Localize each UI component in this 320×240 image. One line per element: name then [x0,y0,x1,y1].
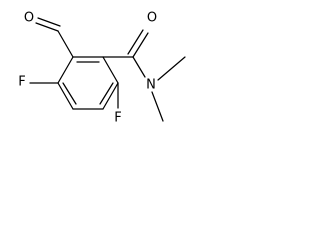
bond-nitrogen-to-methyl-right [157,56,186,81]
bond-carbonyl-double-a [132,32,149,58]
bond-ring-c5-c6 [57,82,74,110]
bond-ring-to-aldehyde-carbon [57,30,74,58]
bond-carbonyl-to-nitrogen [132,56,146,78]
bond-ring-c6-c1 [57,56,74,84]
bond-ring-c2-c3 [102,56,119,84]
atom-nitrogen: N [146,78,156,93]
aldehyde-group [35,17,74,58]
bond-ring-c3-c4 [102,82,119,110]
bond-aldehyde-double-b [37,17,61,27]
bond-aldehyde-double-a [35,22,59,32]
atom-oxygen-amide: O [147,11,157,26]
atom-fluorine-bottom: F [114,111,121,126]
atom-oxygen-aldehyde: O [24,11,34,26]
bond-ring-double-c5-c6 [62,82,77,105]
benzene-ring [57,56,119,110]
amide-group [102,29,186,122]
atom-labels: F O O N F [18,11,157,126]
atom-fluorine-top: F [18,75,25,90]
bond-ring-double-c3-c4 [99,82,114,105]
bond-carbonyl-double-b [127,29,144,55]
molecule-structure-diagram: F O O N F [18,11,186,126]
bond-nitrogen-to-methyl-down [151,91,164,122]
